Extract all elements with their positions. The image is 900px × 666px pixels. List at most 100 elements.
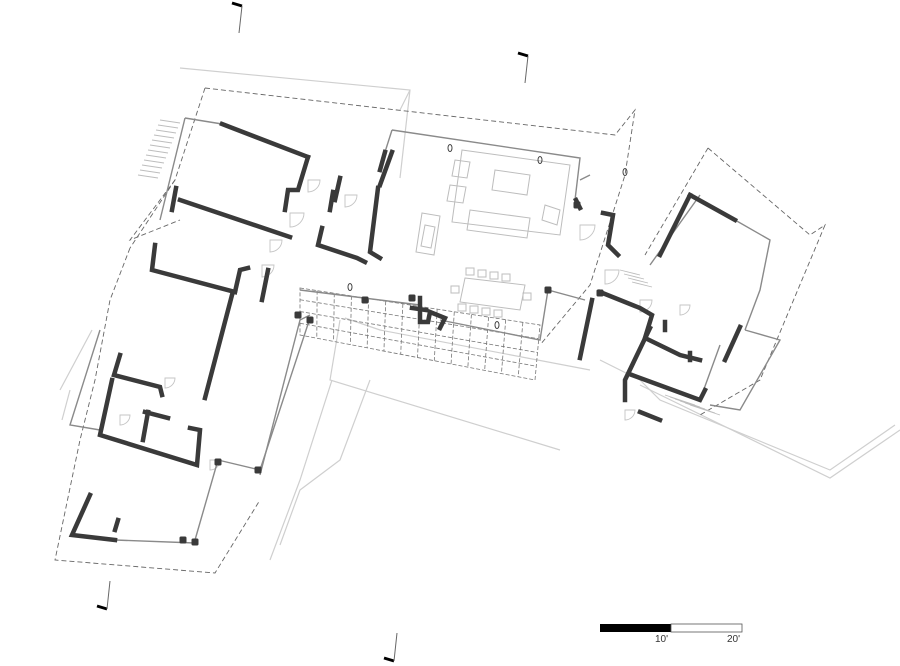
solid-wall — [637, 409, 663, 423]
rug-furniture — [451, 149, 571, 236]
solid-wall — [177, 197, 293, 240]
column — [294, 311, 302, 319]
chair-furniture — [446, 184, 467, 204]
section-markers — [96, 1, 529, 663]
glazing-wall — [194, 459, 219, 541]
scale-label-20: 20' — [727, 634, 741, 645]
solid-wall — [327, 189, 336, 213]
column — [179, 536, 187, 544]
column — [254, 466, 262, 474]
solid-wall — [409, 305, 429, 313]
glazing-wall — [217, 459, 261, 471]
door-swing — [269, 239, 283, 253]
solid-wall — [686, 191, 739, 224]
glazing-wall — [384, 129, 393, 153]
solid-wall — [259, 267, 271, 303]
column — [306, 316, 314, 324]
solid-wall — [140, 409, 151, 443]
scale-label-10: 10' — [655, 634, 669, 645]
roof-line — [129, 179, 176, 249]
solid-wall — [219, 121, 311, 160]
stairs — [137, 119, 721, 416]
dining-chair — [501, 273, 511, 282]
door-swing — [344, 194, 358, 208]
site-lines — [59, 67, 900, 561]
section-marker-line — [238, 5, 243, 34]
deck-grid-line — [299, 311, 538, 353]
solid-wall — [202, 292, 235, 401]
dining-chair — [481, 307, 491, 316]
stair-tread — [137, 174, 159, 179]
chair-furniture — [541, 204, 561, 226]
site-line — [329, 319, 561, 451]
door-swing — [119, 414, 131, 426]
solid-wall — [377, 149, 388, 173]
stair-tread — [159, 119, 181, 124]
section-marker-line — [524, 55, 529, 84]
solid-wall — [722, 324, 743, 363]
solid-wall — [97, 377, 203, 468]
dining-furniture — [459, 277, 526, 311]
stair-tread — [627, 277, 649, 284]
scale-bar-white — [670, 623, 743, 633]
site-line — [344, 317, 591, 371]
stair-tread — [619, 269, 641, 276]
solid-wall — [417, 295, 449, 332]
column — [573, 201, 581, 209]
glazing-wall — [709, 329, 782, 411]
glazing-wall — [579, 174, 591, 181]
roof-line — [699, 147, 826, 416]
island-furniture — [415, 212, 441, 256]
deck-grid-line — [433, 309, 438, 361]
post — [447, 144, 453, 152]
stair-tread — [141, 164, 163, 169]
roof-line — [644, 147, 709, 256]
solid-wall — [600, 210, 622, 259]
stair-tread — [147, 149, 169, 154]
solid-wall — [232, 265, 251, 295]
stair-tread — [149, 144, 171, 149]
door-swing — [261, 264, 275, 278]
section-marker-line — [106, 580, 111, 610]
deck-grid-line — [450, 311, 455, 364]
stair-tread — [623, 273, 645, 280]
solid-wall — [656, 191, 694, 259]
glazing-wall — [184, 117, 223, 125]
dining-chair — [522, 292, 532, 301]
glazing-wall — [734, 219, 771, 331]
furniture — [415, 149, 571, 318]
post — [494, 321, 500, 329]
solid-wall — [149, 242, 238, 295]
solid-wall — [111, 352, 165, 398]
roof-line — [54, 247, 261, 574]
door-swing — [624, 409, 636, 421]
stair-tread — [157, 124, 179, 129]
dining-chair — [465, 267, 475, 276]
solid-wall — [577, 297, 595, 361]
glazing-wall — [159, 117, 186, 221]
dining-chair — [457, 303, 467, 312]
dining-chair — [493, 309, 503, 318]
posts — [347, 144, 628, 329]
stair-tread — [151, 139, 173, 144]
dining-chair — [450, 285, 460, 294]
dining-chair — [477, 269, 487, 278]
glazing-wall — [259, 319, 301, 476]
section-marker-flag — [231, 1, 243, 8]
section-marker-flag — [517, 51, 529, 58]
site-line — [59, 329, 93, 391]
scale-bar-black — [600, 624, 671, 632]
solid-wall — [169, 185, 179, 213]
stair-tread — [143, 159, 165, 164]
door-swings — [119, 179, 691, 471]
columns — [179, 201, 604, 546]
post — [347, 283, 353, 291]
stair-tread — [139, 169, 161, 174]
site-line — [61, 389, 71, 421]
site-line — [639, 384, 900, 479]
solid-wall — [112, 517, 121, 533]
column — [191, 538, 199, 546]
door-swing — [164, 377, 176, 389]
door-swing — [679, 304, 691, 316]
solid-wall — [332, 175, 343, 203]
